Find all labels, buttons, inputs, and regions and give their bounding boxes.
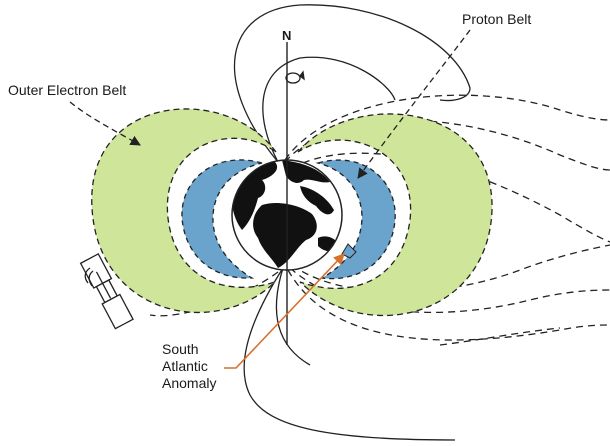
proton-belt [181, 159, 396, 280]
saa-pointer [224, 253, 345, 369]
outer-electron-belt [91, 108, 493, 317]
rotation-arrow-icon [285, 70, 305, 84]
saa-label-line1: South [162, 341, 199, 357]
outer-belt-right [297, 113, 493, 317]
proton-belt-right [315, 159, 396, 280]
satellite-icon [79, 253, 134, 330]
saa-label-line2: Atlantic [162, 358, 208, 374]
proton-belt-label: Proton Belt [462, 11, 531, 27]
outer-field-lines [233, 4, 471, 441]
outer-belt-label: Outer Electron Belt [8, 82, 126, 98]
outer-belt-pointer [69, 101, 141, 146]
proton-belt-pointer [357, 29, 471, 179]
saa-marker [341, 243, 357, 259]
north-label: N [282, 28, 291, 43]
outer-belt-left [91, 108, 277, 314]
proton-belt-left [181, 159, 263, 279]
saa-label-line3: Anomaly [162, 375, 216, 391]
